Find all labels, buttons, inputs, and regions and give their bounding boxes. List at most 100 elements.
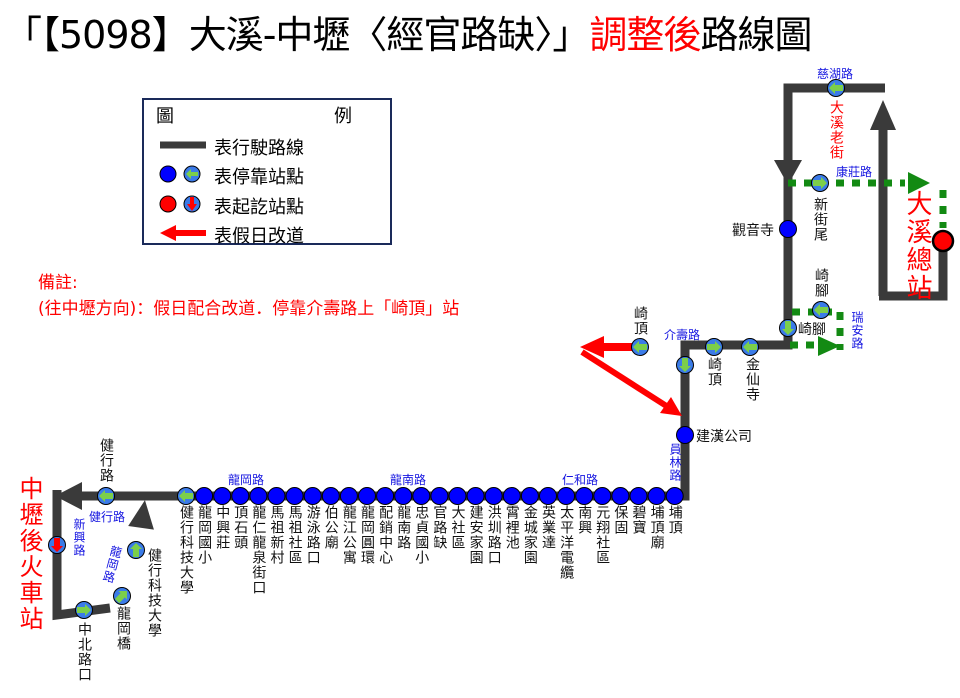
stop-label-qijiao-detour: 崎腳 (813, 268, 829, 298)
upright-arrow-icon (114, 591, 127, 604)
stop-marker[interactable] (358, 487, 376, 505)
stop-label: 洪圳路口 (485, 505, 502, 565)
stop-label: 忠貞國小 (413, 505, 430, 565)
stop-label: 游泳路口 (304, 505, 321, 565)
stop-jianxing-univ-branch[interactable] (127, 541, 145, 559)
stop-marker[interactable] (394, 487, 413, 505)
stop-qijiao[interactable] (779, 319, 797, 337)
legend-heading-left: 圖 (156, 106, 174, 127)
down-arrow-icon (51, 538, 63, 552)
terminal-east-marker[interactable] (931, 229, 955, 253)
stop-label: 太平洋電纜 (558, 505, 575, 580)
stop-label: 南興 (576, 505, 593, 535)
stop-marker[interactable] (575, 487, 594, 505)
left-arrow-icon (99, 490, 113, 502)
stop-jieshou-rd[interactable] (676, 356, 694, 374)
stop-label-longgang-bridge: 龍岡橋 (115, 606, 131, 651)
legend-item-terminal: 表起訖站點 (214, 197, 304, 218)
stop-marker[interactable] (376, 487, 395, 505)
stop-label: 健行科技大學 (178, 505, 194, 595)
road-label-ruian: 瑞安路 (850, 311, 864, 350)
stop-marker[interactable] (484, 487, 503, 505)
legend: 圖 例 表行駛路線 表停靠站點 表起訖站點 表假日改道 (142, 98, 392, 247)
stop-label: 碧寶 (630, 505, 647, 535)
remark: 備註:(往中壢方向)：假日配合改道．停靠介壽路上「崎頂」站 (38, 270, 459, 322)
stop-marker[interactable] (195, 487, 214, 505)
stop-label: 龍岡國小 (196, 505, 213, 565)
stop-jinxian[interactable] (741, 338, 759, 356)
stop-marker[interactable] (520, 487, 539, 505)
road-label-kangzhuang: 康莊路 (836, 165, 873, 179)
right-arrow-icon (813, 177, 827, 189)
stop-zhongbei[interactable] (75, 601, 93, 619)
stop-marker[interactable] (177, 487, 195, 505)
stop-label: 馬祖社區 (286, 505, 303, 565)
stop-label: 龍江公寓 (340, 505, 357, 565)
down-arrow-icon (679, 358, 691, 372)
road-label-cihu: 慈湖路 (817, 67, 854, 81)
stop-marker[interactable] (339, 487, 358, 505)
stop-label: 金城家園 (521, 505, 538, 565)
legend-heading-right: 例 (334, 106, 352, 127)
stop-jianxing-rd[interactable] (97, 487, 115, 505)
stop-qiding-detour[interactable] (631, 338, 649, 356)
stop-qijiao-detour[interactable] (812, 301, 830, 319)
left-arrow-icon (814, 304, 828, 316)
terminal-east-label: 大溪總站 (902, 190, 932, 302)
stop-marker[interactable] (249, 487, 268, 505)
stop-marker[interactable] (557, 487, 576, 505)
left-arrow-icon (179, 490, 193, 502)
stop-marker[interactable] (267, 487, 286, 505)
down-arrow-icon (782, 321, 794, 335)
terminal-west-label: 中壢後火車站 (15, 476, 43, 632)
stop-marker[interactable] (593, 487, 612, 505)
stop-label: 埔頂 (666, 505, 683, 535)
stop-marker[interactable] (629, 487, 648, 505)
stop-label-jianxing-univ: 健行科技大學 (146, 548, 162, 638)
legend-stop-icon (159, 165, 177, 183)
stop-label-jianxing-rd: 健行路 (98, 438, 114, 483)
road-label-longgang: 龍岡路 (228, 473, 265, 487)
stop-marker[interactable] (539, 487, 557, 505)
left-arrow-icon (743, 341, 757, 353)
stop-marker[interactable] (611, 487, 630, 505)
stop-marker[interactable] (430, 487, 449, 505)
stop-marker[interactable] (231, 487, 250, 505)
stop-marker[interactable] (213, 487, 232, 505)
stop-label-qiding-detour: 崎頂 (632, 306, 648, 336)
road-label-jieshou: 介壽路 (664, 328, 701, 342)
stop-marker[interactable] (647, 487, 666, 505)
remark-label: 備註: (38, 273, 78, 293)
dotted-detour-lines (788, 179, 947, 350)
title-main: 「【5098】大溪-中壢〈經官路缺〉」 (4, 13, 590, 57)
stop-marker[interactable] (466, 487, 485, 505)
stop-label-jinxian: 金仙寺 (744, 357, 760, 402)
stop-xinjiewei[interactable] (811, 174, 829, 192)
stop-marker[interactable] (665, 487, 684, 505)
stop-label: 配銷中心 (377, 505, 394, 565)
stop-marker[interactable] (502, 487, 521, 505)
legend-item-detour: 表假日改道 (214, 226, 304, 247)
stop-marker[interactable] (321, 487, 340, 505)
stop-label: 官路缺 (431, 505, 448, 550)
stop-guanyin[interactable] (779, 220, 797, 238)
stop-longgang-bridge[interactable] (113, 587, 131, 605)
stop-label: 龍岡圓環 (359, 505, 375, 565)
stop-jianhan[interactable] (676, 426, 694, 444)
stop-qiding[interactable] (705, 338, 723, 356)
stop-label: 伯公廟 (322, 505, 339, 550)
legend-symbols (159, 141, 206, 241)
road-label-yuanlin: 員林路 (668, 443, 682, 482)
stop-marker[interactable] (448, 487, 467, 505)
stop-label: 大社區 (449, 505, 466, 550)
right-arrow-icon (77, 604, 91, 616)
left-arrow-icon (829, 82, 843, 94)
right-arrow-icon (707, 341, 721, 353)
stop-marker[interactable] (285, 487, 304, 505)
stop-marker[interactable] (412, 487, 431, 505)
terminal-west-marker[interactable] (48, 536, 66, 554)
stop-marker[interactable] (303, 487, 322, 505)
stop-cihu-rd[interactable] (827, 79, 845, 97)
